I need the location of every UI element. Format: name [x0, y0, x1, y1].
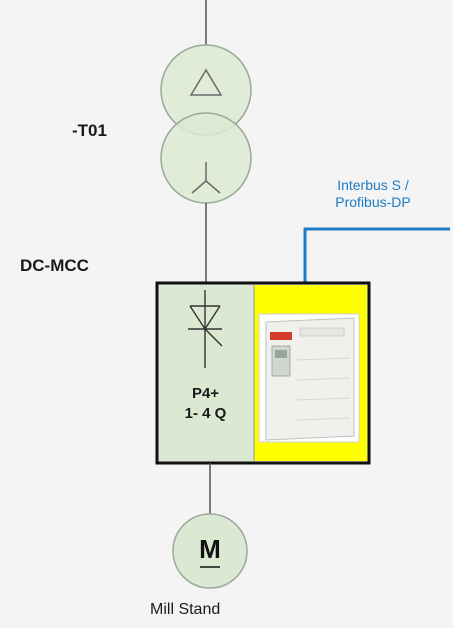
converter-label: P4+ 1- 4 Q — [157, 384, 254, 424]
motor-symbol — [172, 513, 248, 589]
motor-label: Mill Stand — [150, 601, 221, 618]
drive-unit-image — [258, 313, 360, 443]
fieldbus-label-line2: Profibus-DP — [335, 194, 411, 210]
delta-symbol — [189, 68, 223, 96]
converter-label-line1: P4+ — [191, 385, 220, 402]
thyristor-symbol — [188, 290, 223, 368]
transformer-label: -T01 — [72, 121, 107, 140]
mcc-label: DC-MCC — [20, 256, 89, 275]
wye-symbol — [191, 162, 221, 194]
fieldbus-label-line1: Interbus S / — [337, 177, 409, 193]
transformer-secondary-winding — [160, 112, 252, 204]
fieldbus-label: Interbus S / Profibus-DP — [300, 177, 446, 211]
motor-symbol-letter: M — [199, 534, 221, 564]
converter-label-line2: 1- 4 Q — [184, 405, 227, 422]
